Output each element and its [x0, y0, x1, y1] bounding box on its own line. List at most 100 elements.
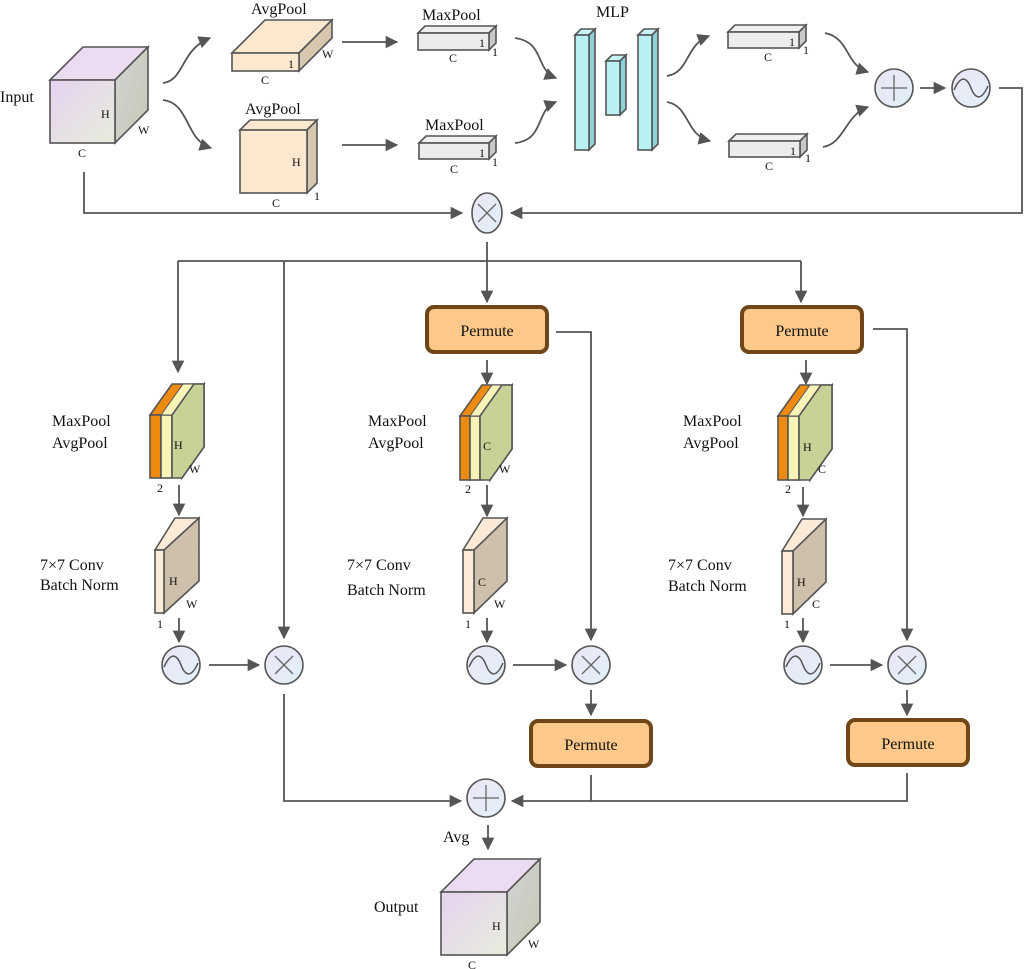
branch-1-multiply-node	[264, 645, 304, 685]
maxpool-top-bar	[416, 24, 498, 52]
branch-1-pool-dim-count: 2	[157, 481, 163, 495]
maxpool-top-dim-1a: 1	[479, 36, 485, 50]
avgpool-top-label: AvgPool	[251, 1, 307, 18]
edge-input-to-avgpool-bottom	[162, 99, 213, 151]
edge-out-bottom-to-add	[822, 104, 870, 148]
branch-1-conv-block	[153, 516, 201, 615]
branch-2-multiply-node	[571, 645, 611, 685]
branch-1-conv-dim-depth: W	[186, 597, 198, 611]
output-label: Output	[374, 899, 419, 916]
branch-3-conv-dim-depth: C	[812, 597, 820, 611]
multiply-node-top	[471, 192, 503, 234]
maxpool-bottom-dim-1b: 1	[492, 155, 498, 169]
branch-3-pool-label-2: AvgPool	[683, 435, 739, 452]
maxpool-bottom-dim-1a: 1	[479, 146, 485, 160]
edge-out-top-to-add	[824, 32, 870, 75]
avgpool-bottom-dim-c: C	[272, 196, 280, 210]
edge-branch-1-to-add	[283, 694, 463, 808]
branch-2-permute-out-label: Permute	[564, 737, 617, 754]
edge-maxpool-top-to-mlp	[514, 37, 558, 80]
branch-2-permute-in[interactable]	[425, 305, 549, 354]
maxpool-bottom-dim-c: C	[450, 162, 458, 176]
add-node-top	[874, 68, 914, 108]
branch-3-pool-dim-depth: C	[818, 462, 826, 476]
out-bottom-dim-c: C	[765, 159, 773, 173]
edge-branch-3-to-add	[510, 773, 908, 808]
mlp-out-bottom-bar	[727, 132, 809, 159]
branch-3-pool-block	[776, 382, 834, 483]
edge-sigmoid-to-multiply	[509, 87, 1023, 220]
avgpool-top-dim-c: C	[261, 73, 269, 87]
branch-3-pool-dim-count: 2	[785, 482, 791, 496]
branch-2-permute-out[interactable]	[529, 719, 653, 768]
branch-1-pool-label-1: MaxPool	[52, 413, 111, 430]
branch-1-conv-dim-inner: H	[169, 574, 178, 588]
add-node-bottom	[466, 778, 506, 818]
output-cube	[439, 857, 542, 957]
branch-2-conv-dim-inner: C	[478, 575, 486, 589]
out-top-dim-1b: 1	[803, 43, 809, 57]
branch-2-conv-block	[461, 516, 509, 615]
input-dim-h: H	[101, 107, 110, 121]
avgpool-top-dim-1: 1	[288, 57, 294, 71]
branch-2-pool-dim-depth: W	[499, 462, 511, 476]
output-dim-c: C	[468, 958, 476, 969]
out-bottom-dim-1a: 1	[790, 144, 796, 158]
branch-1-pool-label-2: AvgPool	[52, 435, 108, 452]
edge-mlp-to-out-top	[666, 34, 711, 77]
input-cube	[48, 45, 150, 145]
branch-3-conv-label-1: 7×7 Conv	[668, 557, 732, 574]
branch-2-pool-block	[458, 382, 514, 483]
branch-3-conv-label-2: Batch Norm	[668, 578, 747, 595]
output-dim-w: W	[528, 937, 540, 951]
branch-1-pool-dim-depth: W	[189, 462, 201, 476]
branch-2-pool-dim-inner: C	[483, 439, 491, 453]
avgpool-bottom-dim-1: 1	[314, 189, 320, 203]
input-label: Input	[0, 89, 34, 106]
maxpool-bottom-label: MaxPool	[425, 117, 484, 134]
avgpool-bottom-block	[238, 118, 319, 195]
branch-1-pool-dim-inner: H	[174, 438, 183, 452]
branch-3-permute-out[interactable]	[846, 718, 970, 767]
branch-3-permute-out-label: Permute	[881, 736, 934, 753]
maxpool-top-label: MaxPool	[422, 7, 481, 24]
input-dim-w: W	[138, 123, 150, 137]
branch-3-multiply-node	[887, 645, 927, 685]
maxpool-top-dim-c: C	[449, 51, 457, 65]
branch-1-conv-label-1: 7×7 Conv	[40, 557, 104, 574]
branch-3-pool-dim-inner: H	[803, 440, 812, 454]
edge-mlp-to-out-bottom	[666, 101, 712, 145]
branch-2-conv-dim-depth: W	[494, 597, 506, 611]
branch-2-pool-label-1: MaxPool	[368, 413, 427, 430]
branch-3-conv-dim-inner: H	[797, 575, 806, 589]
edge-input-to-avgpool-top	[162, 36, 212, 84]
branch-1-sigmoid-node	[161, 645, 201, 685]
branch-3-permute-in[interactable]	[740, 305, 864, 354]
out-top-dim-c: C	[764, 50, 772, 64]
branch-2-conv-label-2: Batch Norm	[347, 582, 426, 599]
edge-input-to-multiply	[83, 172, 464, 220]
branch-2-conv-label-1: 7×7 Conv	[347, 557, 411, 574]
branch-2-conv-dim-count: 1	[465, 617, 471, 631]
branch-2-pool-dim-count: 2	[465, 482, 471, 496]
branch-3-permute-in-label: Permute	[775, 323, 828, 340]
branch-2-pool-label-2: AvgPool	[368, 435, 424, 452]
sigmoid-node-top	[951, 68, 991, 108]
branch-3-conv-block	[780, 517, 828, 616]
branch-1-conv-dim-count: 1	[157, 617, 163, 631]
branch-2-permute-in-label: Permute	[460, 323, 513, 340]
edge-branch-3-permute-to-multiply	[873, 328, 914, 642]
avgpool-top-dim-w: W	[322, 47, 334, 61]
branch-3-conv-dim-count: 1	[784, 617, 790, 631]
branch-1-pool-block	[148, 381, 206, 481]
edge-maxpool-bottom-to-mlp	[514, 100, 558, 144]
out-top-dim-1a: 1	[789, 35, 795, 49]
mlp-out-top-bar	[726, 23, 808, 50]
maxpool-top-dim-1b: 1	[492, 45, 498, 59]
avgpool-bottom-dim-h: H	[292, 155, 301, 169]
mlp-label: MLP	[596, 4, 629, 21]
branch-3-pool-label-1: MaxPool	[683, 413, 742, 430]
avgpool-top-block	[230, 18, 334, 73]
edge-branch-2-permute-to-multiply	[556, 331, 598, 642]
avgpool-bottom-label: AvgPool	[245, 101, 301, 118]
